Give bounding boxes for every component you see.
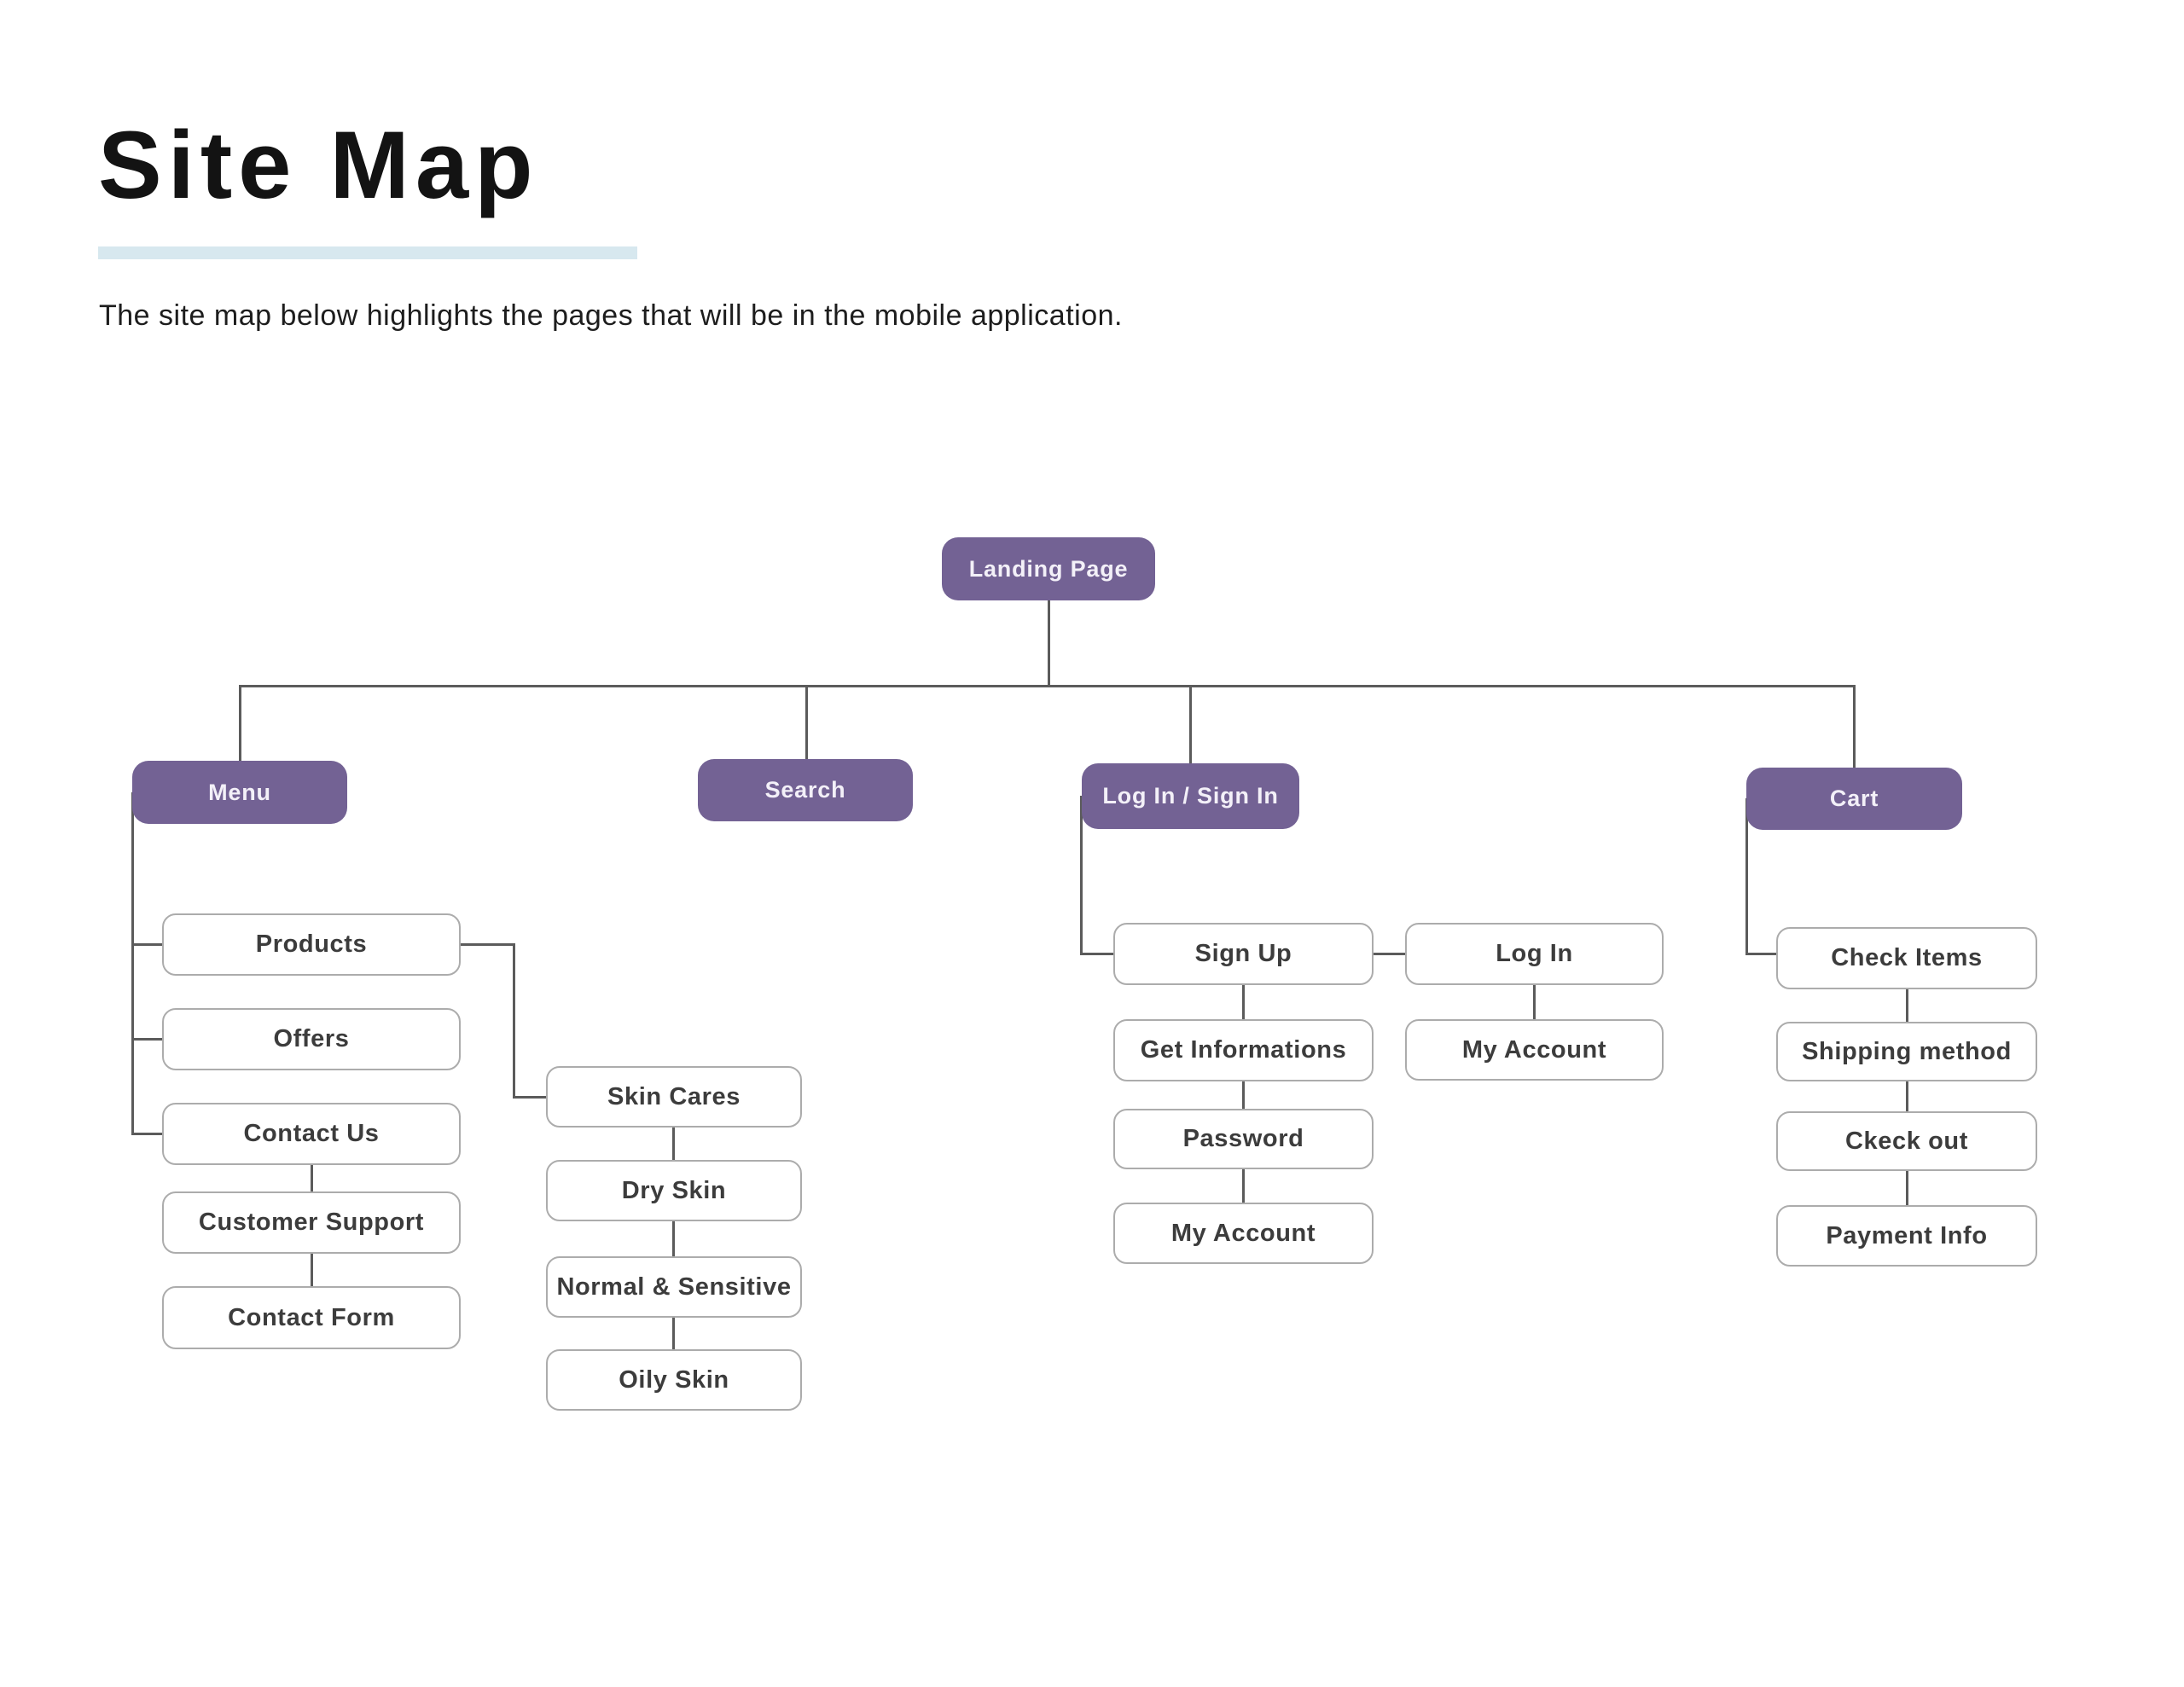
connector-skin-drop [513,943,515,1099]
connector-menu-spine [131,792,134,1135]
connector-trunk [239,685,1855,687]
connector-password-myaccount [1242,1169,1245,1203]
connector-stub-contact-us [131,1133,162,1135]
node-log-in: Log In [1405,923,1664,985]
connector-getinfo-password [1242,1081,1245,1109]
connector-search-drop [805,685,808,760]
connector-stub-offers [131,1038,162,1041]
connector-contactus-support [311,1165,313,1191]
node-skin-cares: Skin Cares [546,1066,802,1128]
node-products: Products [162,913,461,976]
connector-products-right [461,943,515,946]
node-password: Password [1113,1109,1374,1169]
node-offers: Offers [162,1008,461,1070]
connector-landing-drop [1048,600,1050,687]
connector-login-left-drop [1080,796,1083,955]
connector-login-drop [1189,685,1192,764]
node-menu: Menu [132,761,347,824]
connector-stub-products [131,943,162,946]
node-oily-skin: Oily Skin [546,1349,802,1411]
connector-checkout-payment [1906,1171,1908,1205]
connector-skincares-dryskin [672,1128,675,1160]
connector-checkitems-stub [1745,953,1776,955]
node-my-account-signup: My Account [1113,1203,1374,1264]
node-payment-info: Payment Info [1776,1205,2037,1267]
node-sign-up: Sign Up [1113,923,1374,985]
connector-skin-stub [513,1096,546,1099]
node-dry-skin: Dry Skin [546,1160,802,1221]
connector-checkitems-shipping [1906,989,1908,1022]
node-landing-page: Landing Page [942,537,1155,600]
connector-normal-oily [672,1318,675,1349]
connector-support-form [311,1254,313,1286]
page-title: Site Map [98,112,539,218]
node-ckeck-out: Ckeck out [1776,1111,2037,1171]
connector-menu-drop [239,685,241,762]
connector-login-myaccount [1533,985,1536,1019]
node-contact-us: Contact Us [162,1103,461,1165]
connector-signup-stub [1080,953,1113,955]
node-cart: Cart [1746,768,1962,830]
connector-dryskin-normal [672,1221,675,1256]
title-underline [98,246,637,259]
connector-cart-drop [1853,685,1856,768]
connector-signup-getinfo [1242,985,1245,1019]
connector-cart-left-drop [1745,798,1748,955]
connector-signup-login [1374,953,1405,955]
node-contact-form: Contact Form [162,1286,461,1349]
node-get-informations: Get Informations [1113,1019,1374,1081]
node-normal-sensitive: Normal & Sensitive [546,1256,802,1318]
node-customer-support: Customer Support [162,1191,461,1254]
page-subtitle: The site map below highlights the pages … [99,299,1123,332]
node-search: Search [698,759,913,821]
node-check-items: Check Items [1776,927,2037,989]
node-my-account-login: My Account [1405,1019,1664,1081]
node-shipping-method: Shipping method [1776,1022,2037,1081]
connector-shipping-checkout [1906,1081,1908,1111]
node-login-signin: Log In / Sign In [1082,763,1299,829]
